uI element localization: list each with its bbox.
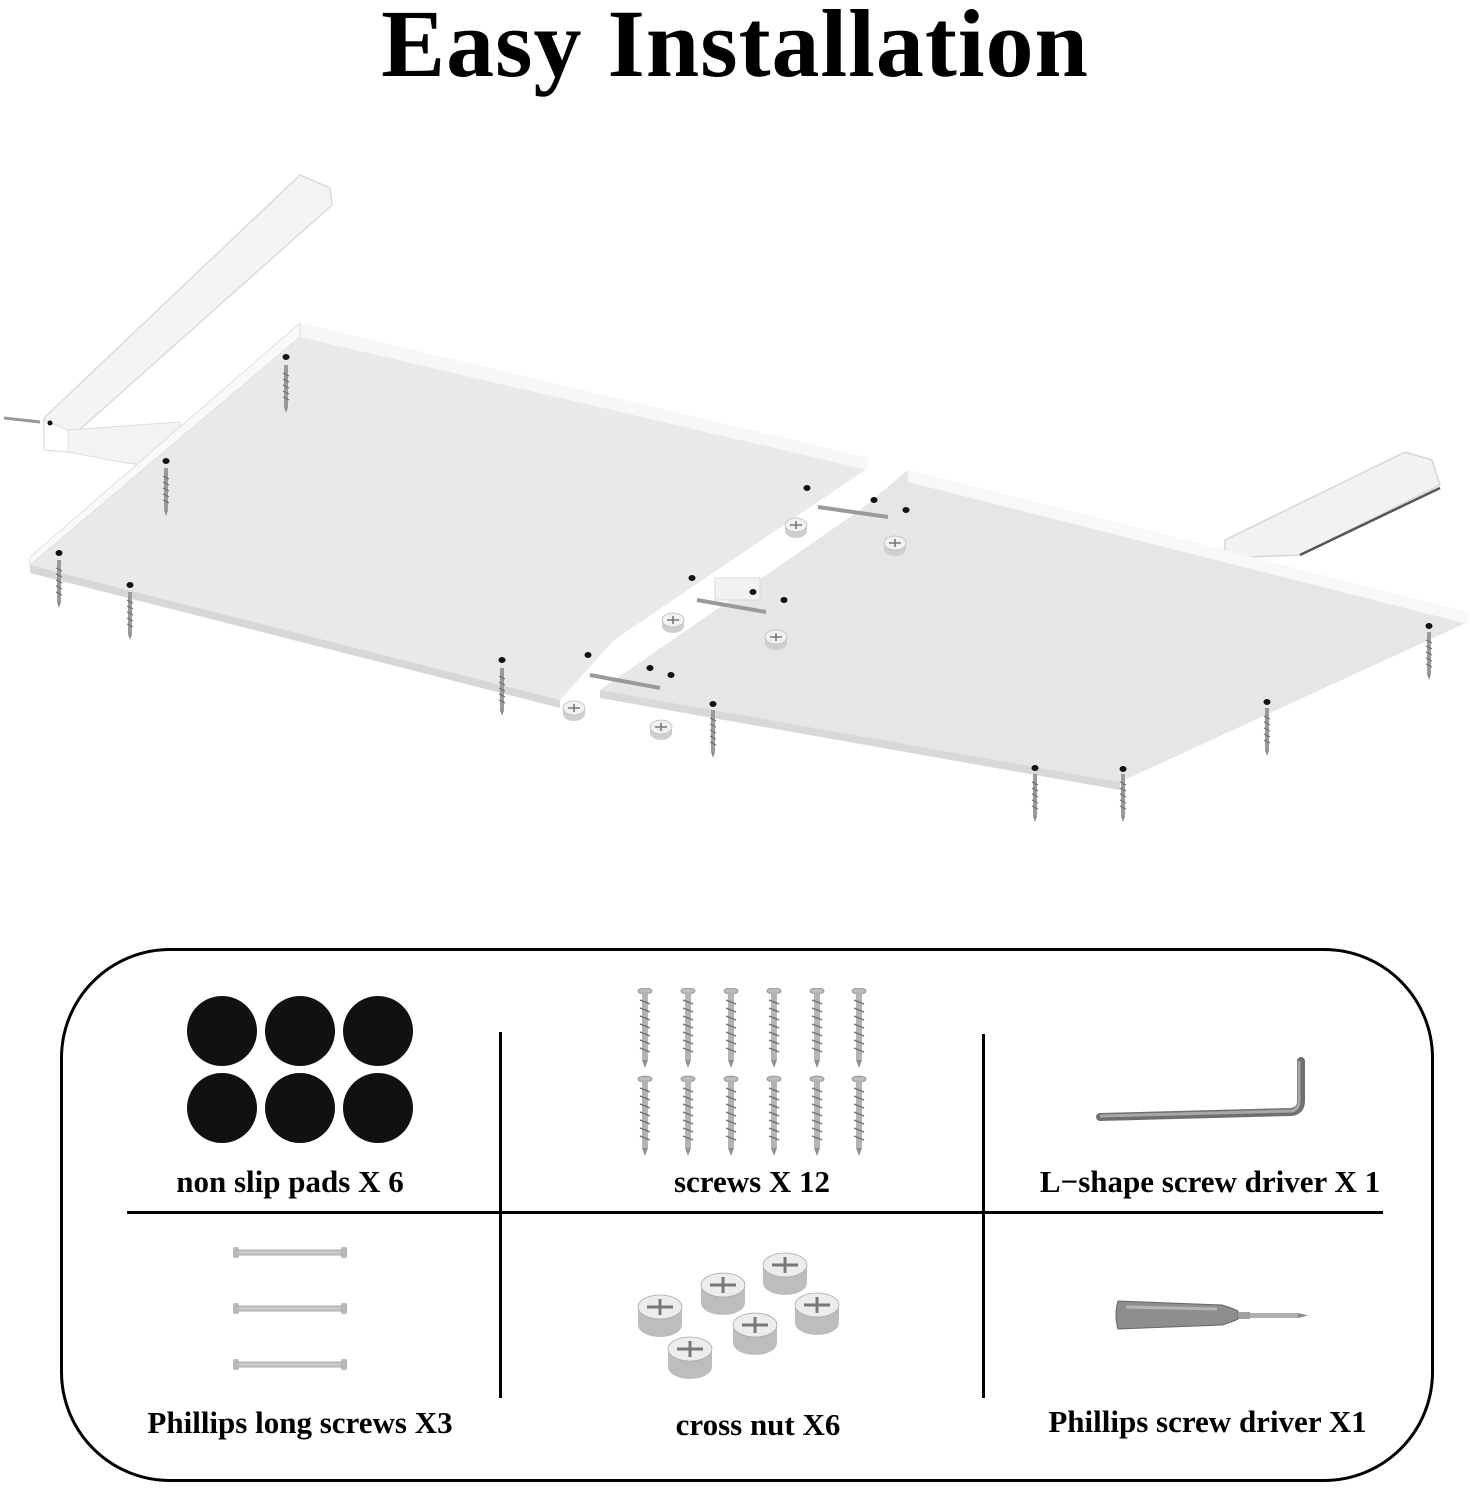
divider	[499, 1032, 502, 1398]
part-label: cross nut X6	[675, 1407, 841, 1442]
long-screw-icon	[233, 1247, 347, 1370]
page-title: Easy Installation	[381, 0, 1089, 97]
part-label: screws X 12	[673, 1164, 831, 1199]
part-label: L−shape screw driver X 1	[1039, 1164, 1381, 1199]
part-label: Phillips long screws X3	[147, 1405, 453, 1440]
part-label: non slip pads X 6	[176, 1164, 404, 1199]
divider	[982, 1034, 985, 1398]
part-label: Phillips screw driver X1	[1048, 1404, 1367, 1439]
non-slip-pad-icon	[187, 996, 413, 1143]
parts-list-box	[60, 948, 1434, 1482]
divider	[127, 1211, 1383, 1214]
screwdriver-icon	[1115, 1300, 1308, 1330]
assembly-diagram	[3, 174, 1468, 823]
cross-nut-icon	[636, 1251, 841, 1381]
right-leg-rail	[1224, 451, 1441, 559]
wood-screw-icon	[637, 988, 867, 1157]
allen-key-icon	[1096, 1057, 1305, 1121]
right-shelf-board	[600, 470, 1468, 782]
